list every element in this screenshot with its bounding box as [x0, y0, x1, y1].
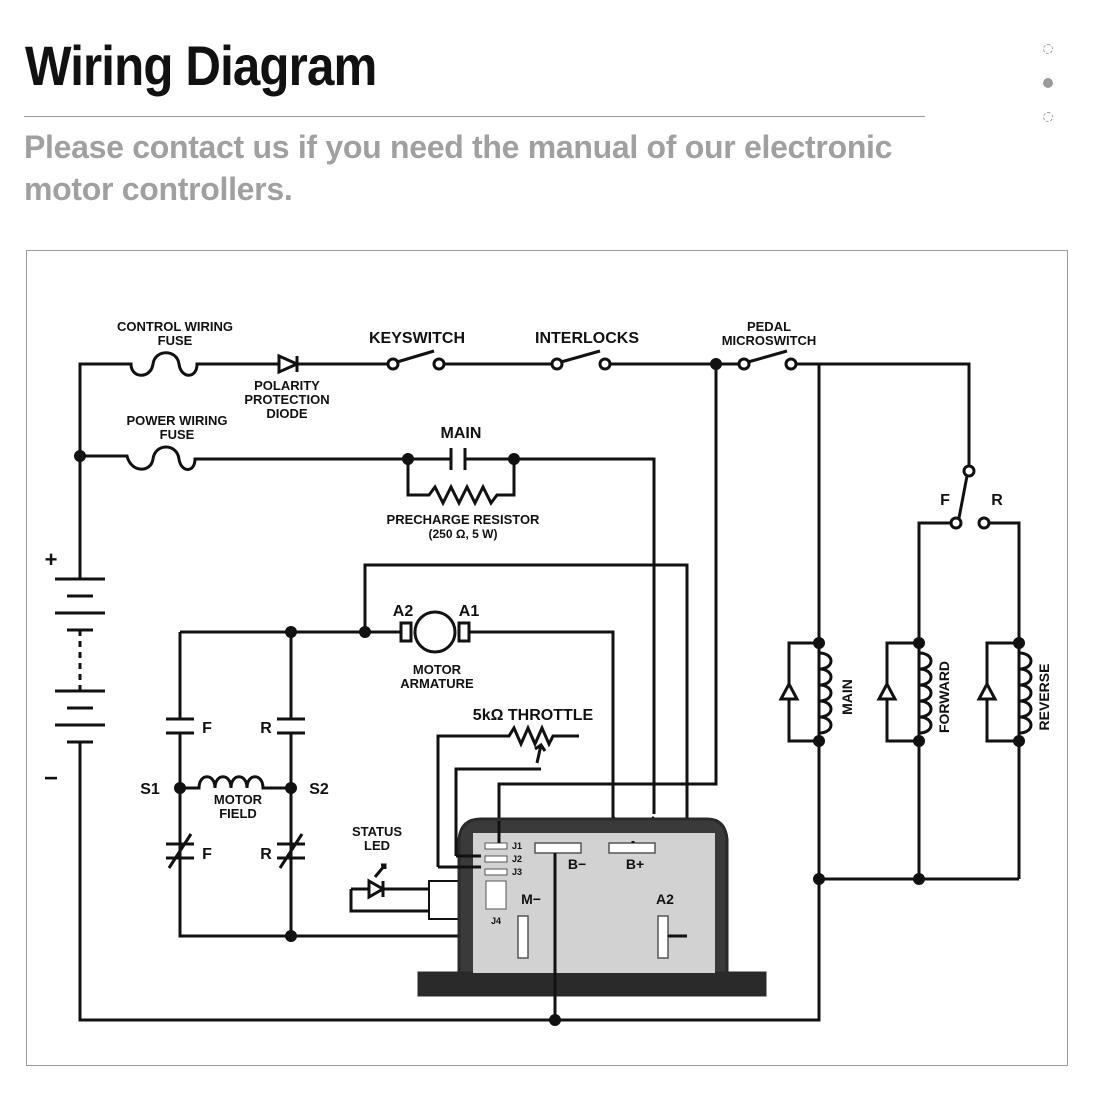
status-led: [349, 863, 462, 920]
label-j4: J4: [491, 916, 501, 926]
label-pedal-1: PEDAL: [747, 319, 791, 334]
label-status-1: STATUS: [352, 824, 402, 839]
label-control-fuse-1: CONTROL WIRING: [117, 319, 233, 334]
label-fr-f: F: [940, 492, 950, 509]
label-cap-r: R: [260, 720, 272, 737]
control-wire: [78, 349, 971, 466]
label-j2: J2: [512, 854, 522, 864]
label-s2: S2: [309, 781, 329, 798]
label-coil-main: MAIN: [839, 679, 855, 715]
label-a1: A1: [459, 603, 480, 620]
label-battery-plus: +: [45, 547, 58, 572]
label-pedal-2: MICROSWITCH: [722, 333, 817, 348]
label-controller-a2: A2: [656, 891, 674, 907]
label-cap-f: F: [202, 720, 212, 737]
label-j3: J3: [512, 867, 522, 877]
title-divider: [24, 116, 925, 117]
motor-circuit: [166, 563, 689, 942]
label-power-fuse-1: POWER WIRING: [126, 413, 227, 428]
battery: [55, 364, 821, 1026]
label-precharge-2: (250 Ω, 5 W): [429, 527, 498, 541]
label-diode-2: PROTECTION: [244, 392, 329, 407]
label-keyswitch: KEYSWITCH: [369, 330, 465, 347]
motor-controller: [417, 817, 767, 1020]
label-armature-1: MOTOR: [413, 662, 462, 677]
label-status-2: LED: [364, 838, 390, 853]
label-main-contactor: MAIN: [441, 425, 482, 442]
throttle: [436, 364, 718, 867]
label-sw-r: R: [260, 846, 272, 863]
relay-coils: [778, 464, 1033, 885]
label-b-minus: B−: [568, 856, 586, 872]
label-diode-3: DIODE: [266, 406, 308, 421]
label-coil-reverse: REVERSE: [1036, 664, 1052, 731]
label-m-minus: M−: [521, 891, 541, 907]
label-j1: J1: [512, 841, 522, 851]
page-subtitle: Please contact us if you need the manual…: [24, 129, 893, 207]
label-throttle: 5kΩ THROTTLE: [473, 707, 594, 724]
carousel-dot-3[interactable]: [1043, 112, 1053, 122]
carousel-dots: [1040, 42, 1058, 126]
wiring-diagram: CONTROL WIRING FUSE KEYSWITCH INTERLOCKS…: [26, 250, 1068, 1066]
label-b-plus: B+: [626, 856, 644, 872]
carousel-dot-2-active[interactable]: [1043, 78, 1053, 88]
label-coil-forward: FORWARD: [936, 661, 952, 733]
label-armature-2: ARMATURE: [400, 676, 474, 691]
wiring-diagram-svg: CONTROL WIRING FUSE KEYSWITCH INTERLOCKS…: [44, 319, 1052, 1026]
label-fr-r: R: [991, 492, 1003, 509]
label-field-2: FIELD: [219, 806, 257, 821]
label-field-1: MOTOR: [214, 792, 263, 807]
label-a2: A2: [393, 603, 414, 620]
power-wire: [74, 445, 656, 814]
label-precharge-1: PRECHARGE RESISTOR: [387, 512, 541, 527]
label-sw-f: F: [202, 846, 212, 863]
label-s1: S1: [140, 781, 160, 798]
label-battery-minus: −: [44, 765, 58, 792]
carousel-dot-1[interactable]: [1043, 44, 1053, 54]
label-diode-1: POLARITY: [254, 378, 320, 393]
page-title: Wiring Diagram: [25, 34, 377, 97]
label-interlocks: INTERLOCKS: [535, 330, 639, 347]
label-control-fuse-2: FUSE: [158, 333, 193, 348]
label-power-fuse-2: FUSE: [160, 427, 195, 442]
